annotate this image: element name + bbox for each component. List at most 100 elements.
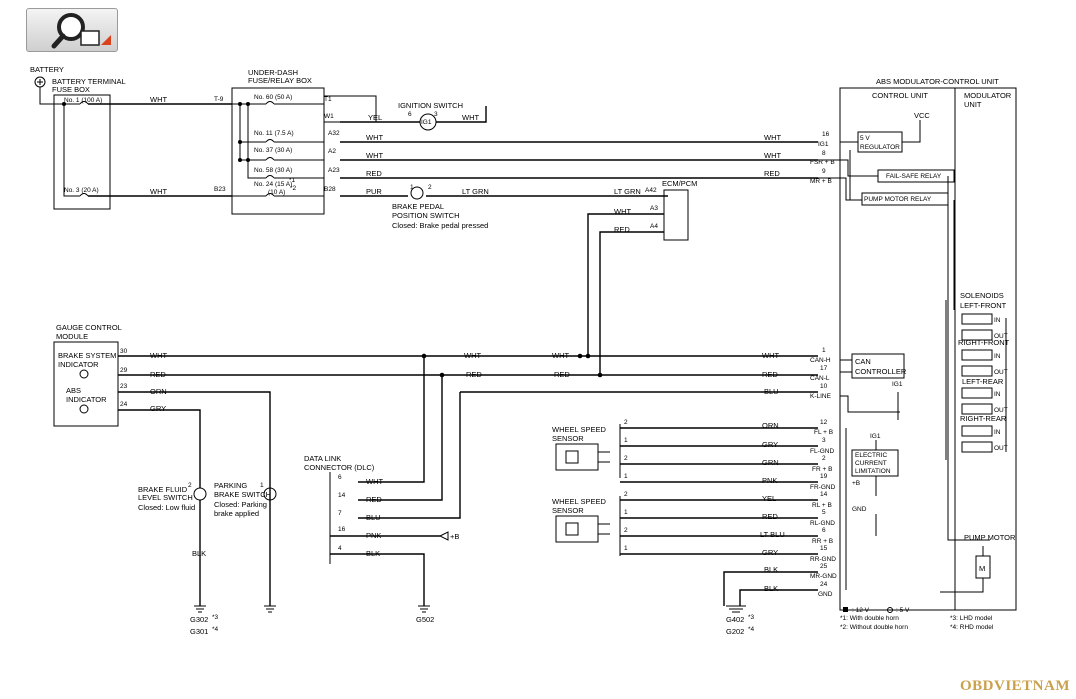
svg-text:Closed: Brake pedal pressed: Closed: Brake pedal pressed (392, 221, 488, 230)
svg-text:RED: RED (366, 495, 382, 504)
svg-text:WHT: WHT (462, 113, 479, 122)
svg-text:PUMP MOTOR RELAY: PUMP MOTOR RELAY (864, 196, 932, 203)
svg-text:GND: GND (852, 506, 867, 513)
svg-text:2: 2 (428, 184, 432, 191)
svg-text:RED: RED (366, 169, 382, 178)
underdash-title-2: FUSE/RELAY BOX (248, 76, 312, 85)
svg-text:YEL: YEL (368, 113, 382, 122)
svg-text:A23: A23 (328, 167, 340, 174)
svg-text:GRY: GRY (762, 548, 778, 557)
svg-text:RL-GND: RL-GND (810, 520, 835, 527)
svg-text:17: 17 (820, 365, 828, 372)
data-link-connector: DATA LINK CONNECTOR (DLC) 6 14 7 16 4 WH… (304, 454, 459, 606)
svg-text:BLK: BLK (366, 549, 380, 558)
brake-pedal-switch: 1 2 BRAKE PEDAL POSITION SWITCH Closed: … (392, 184, 488, 230)
svg-text:2: 2 (624, 419, 628, 426)
fuse-no11-label: No. 11 (7.5 A) (254, 130, 294, 137)
svg-text:ELECTRIC: ELECTRIC (855, 452, 887, 459)
svg-text:*3: LHD model: *3: LHD model (950, 615, 993, 622)
svg-text:1: 1 (624, 509, 628, 516)
svg-text:WHT: WHT (614, 207, 631, 216)
svg-text:A3: A3 (650, 205, 658, 212)
can-bus-wires: WHT RED ORN GRY WHT RED WHT RED WHT RED … (118, 351, 818, 606)
svg-text:2: 2 (188, 482, 192, 489)
svg-text:RIGHT-FRONT: RIGHT-FRONT (958, 338, 1010, 347)
svg-text:WHT: WHT (366, 133, 383, 142)
svg-text:K-LINE: K-LINE (810, 393, 832, 400)
svg-text:FR-GND: FR-GND (810, 484, 836, 491)
svg-text:SOLENOIDS: SOLENOIDS (960, 291, 1004, 300)
svg-text:*2: Without double horn: *2: Without double horn (840, 624, 908, 631)
fuse-no24-label: No. 24 (15 A) (254, 181, 292, 188)
legend: : 12 V : 5 V *1: With double horn *2: Wi… (840, 607, 994, 631)
zoom-toolbar-button[interactable] (26, 8, 118, 52)
svg-text:WHT: WHT (764, 151, 781, 160)
svg-text:B28: B28 (324, 186, 336, 193)
svg-text:LT GRN: LT GRN (462, 187, 489, 196)
svg-text:ABS: ABS (66, 386, 81, 395)
svg-text:T-9: T-9 (214, 96, 224, 103)
svg-text:INDICATOR: INDICATOR (58, 360, 99, 369)
svg-text:RED: RED (466, 370, 482, 379)
svg-text:BLU: BLU (764, 387, 779, 396)
svg-text:GRY: GRY (150, 404, 166, 413)
svg-text:PUR: PUR (366, 187, 382, 196)
ecm-pcm: ECM/PCM A42 A3 A4 WHT RED (587, 179, 697, 375)
svg-text:*4: RHD model: *4: RHD model (950, 624, 994, 631)
svg-text:*4: *4 (212, 626, 219, 633)
svg-text:OUT: OUT (994, 333, 1008, 340)
svg-text:6: 6 (338, 474, 342, 481)
svg-text:MR + B: MR + B (810, 178, 832, 185)
svg-text:ORN: ORN (150, 387, 167, 396)
svg-text:30: 30 (120, 348, 128, 355)
svg-text:BLK: BLK (192, 549, 206, 558)
svg-text:2: 2 (624, 527, 628, 534)
svg-text:CAN: CAN (855, 357, 871, 366)
battery-fuse-box-label-2: FUSE BOX (52, 85, 90, 94)
svg-text:MODULE: MODULE (56, 332, 88, 341)
svg-text:Closed: Low fluid: Closed: Low fluid (138, 503, 195, 512)
svg-text:6: 6 (408, 111, 412, 118)
underdash-fuse-box: UNDER-DASH FUSE/RELAY BOX T-9 B23 T1 W1 … (214, 68, 377, 215)
svg-text:IG1: IG1 (421, 119, 432, 126)
svg-text:GRN: GRN (762, 458, 779, 467)
svg-text:*4: *4 (748, 626, 755, 633)
svg-text:WHT: WHT (366, 151, 383, 160)
svg-text:: 5 V: : 5 V (896, 607, 910, 614)
svg-text:CAN-L: CAN-L (810, 375, 830, 382)
svg-text:POSITION SWITCH: POSITION SWITCH (392, 211, 460, 220)
svg-text:A4: A4 (650, 223, 658, 230)
svg-text:14: 14 (820, 491, 828, 498)
svg-text:ORN: ORN (762, 421, 779, 430)
svg-text:LEFT-REAR: LEFT-REAR (962, 377, 1004, 386)
wire-wht-2: WHT (150, 187, 167, 196)
svg-text:IGNITION SWITCH: IGNITION SWITCH (398, 101, 463, 110)
svg-text:3: 3 (434, 111, 438, 118)
svg-text:BRAKE PEDAL: BRAKE PEDAL (392, 202, 444, 211)
svg-text:IN: IN (994, 317, 1001, 324)
ignition-switch: IGNITION SWITCH 6 3 IG1 YEL WHT (340, 101, 487, 131)
svg-text:1: 1 (410, 184, 414, 191)
svg-text:RR-GND: RR-GND (810, 556, 836, 563)
svg-text:G301: G301 (190, 627, 208, 636)
svg-text:5: 5 (822, 509, 826, 516)
svg-text:5 V: 5 V (860, 135, 870, 142)
svg-text:IN: IN (994, 429, 1001, 436)
svg-text:G202: G202 (726, 627, 744, 636)
svg-text:T1: T1 (324, 96, 332, 103)
svg-text:14: 14 (338, 492, 346, 499)
svg-text:9: 9 (822, 168, 826, 175)
svg-text:6: 6 (822, 527, 826, 534)
svg-text:RED: RED (614, 225, 630, 234)
svg-text:GAUGE CONTROL: GAUGE CONTROL (56, 323, 122, 332)
fuse-no1-label: No. 1 (100 A) (64, 97, 102, 104)
svg-text:INDICATOR: INDICATOR (66, 395, 107, 404)
svg-text:BRAKE SWITCH: BRAKE SWITCH (214, 490, 271, 499)
svg-text:OUT: OUT (994, 407, 1008, 414)
svg-text:RED: RED (762, 512, 778, 521)
svg-text:PNK: PNK (762, 476, 777, 485)
svg-text:*2: *2 (290, 185, 297, 192)
svg-text:G502: G502 (416, 615, 434, 624)
svg-text:1: 1 (624, 473, 628, 480)
svg-text:brake applied: brake applied (214, 509, 259, 518)
